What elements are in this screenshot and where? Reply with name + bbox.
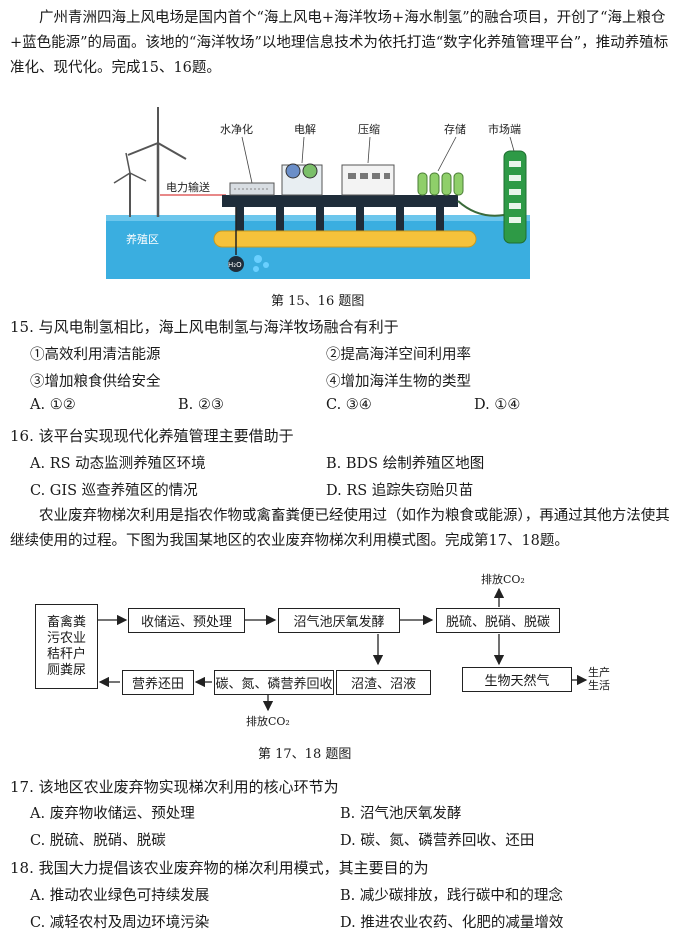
question-18-stem: 18. 我国大力提倡该农业废弃物的梯次利用模式，其主要目的为 (10, 859, 429, 877)
intro-paragraph-1: 广州青洲四海上风电场是国内首个“海上风电+海洋牧场+海水制氢”的融合项目，开创了… (10, 10, 669, 76)
use-label: 生产生活 (588, 666, 610, 692)
co2-emission-bottom-label: 排放CO₂ (246, 715, 290, 728)
intro-paragraph-2: 农业废弃物梯次利用是指农作物或禽畜粪便已经使用过（如作为粮食或能源），再通过其他… (10, 508, 670, 549)
label-market: 市场端 (488, 122, 521, 136)
flow-return-box: 营养还田 (122, 670, 194, 695)
q17-option-c: C. 脱硫、脱硝、脱碳 (30, 833, 166, 849)
label-aquaculture: 养殖区 (126, 232, 159, 246)
q17-option-a: A. 废弃物收储运、预处理 (30, 806, 195, 822)
q15-option-a: A. ①② (30, 397, 76, 413)
label-power: 电力输送 (166, 180, 210, 194)
q15-option-c: C. ③④ (326, 397, 372, 413)
q18-option-d: D. 推进农业农药、化肥的减量增效 (340, 915, 564, 931)
q16-option-d: D. RS 追踪失窃贻贝苗 (326, 483, 474, 499)
h2o-intake (228, 256, 244, 272)
figure-1-illustration: 电力输送 (106, 103, 530, 279)
platform-deck (222, 195, 458, 207)
q16-option-b: B. BDS 绘制养殖区地图 (326, 456, 485, 472)
question-17-stem: 17. 该地区农业废弃物实现梯次利用的核心环节为 (10, 778, 339, 796)
flow-desulf-box: 脱硫、脱硝、脱碳 (436, 608, 560, 633)
q18-option-c: C. 减轻农村及周边环境污染 (30, 915, 210, 931)
label-storage: 存储 (444, 122, 466, 136)
flow-digest-box: 沼气池厌氧发酵 (278, 608, 400, 633)
label-compress: 压缩 (358, 123, 380, 136)
svg-text:H₂O: H₂O (228, 261, 242, 269)
q15-item-2: ②提高海洋空间利用率 (326, 347, 471, 363)
wind-turbine-icon (127, 107, 187, 160)
wind-turbine-small-icon (113, 152, 147, 184)
q17-option-d: D. 碳、氮、磷营养回收、还田 (340, 833, 535, 849)
label-water-purification: 水净化 (220, 122, 253, 136)
flow-nutrient-box: 碳、氮、磷营养回收 (214, 670, 334, 695)
offshore-wind-hydrogen-figure: 电力输送 (106, 103, 530, 279)
q15-item-1: ①高效利用清洁能源 (30, 347, 161, 363)
q18-option-b: B. 减少碳排放，践行碳中和的理念 (340, 888, 563, 904)
label-electrolysis: 电解 (294, 122, 316, 136)
question-15-stem: 15. 与风电制氢相比，海上风电制氢与海洋牧场融合有利于 (10, 318, 399, 336)
co2-emission-top-label: 排放CO₂ (481, 573, 525, 586)
q16-option-c: C. GIS 巡查养殖区的情况 (30, 483, 198, 499)
figure-2-caption: 第 17、18 题图 (258, 747, 352, 762)
flow-residue-box: 沼渣、沼液 (336, 670, 431, 695)
q15-option-d: D. ①④ (474, 397, 521, 413)
q15-option-b: B. ②③ (178, 397, 224, 413)
question-16-stem: 16. 该平台实现现代化养殖管理主要借助于 (10, 427, 294, 445)
flow-source-box: 畜禽粪污农业秸秆户厕粪尿 (35, 604, 98, 689)
q16-option-a: A. RS 动态监测养殖区环境 (30, 456, 206, 472)
q17-option-b: B. 沼气池厌氧发酵 (340, 806, 462, 822)
flow-gas-box: 生物天然气 (462, 667, 572, 692)
q15-item-3: ③增加粮食供给安全 (30, 374, 161, 390)
q15-item-4: ④增加海洋生物的类型 (326, 374, 471, 390)
flow-collect-box: 收储运、预处理 (128, 608, 245, 633)
figure-1-caption: 第 15、16 题图 (271, 294, 365, 309)
aquaculture-cage (213, 230, 477, 248)
q18-option-a: A. 推动农业绿色可持续发展 (30, 888, 210, 904)
